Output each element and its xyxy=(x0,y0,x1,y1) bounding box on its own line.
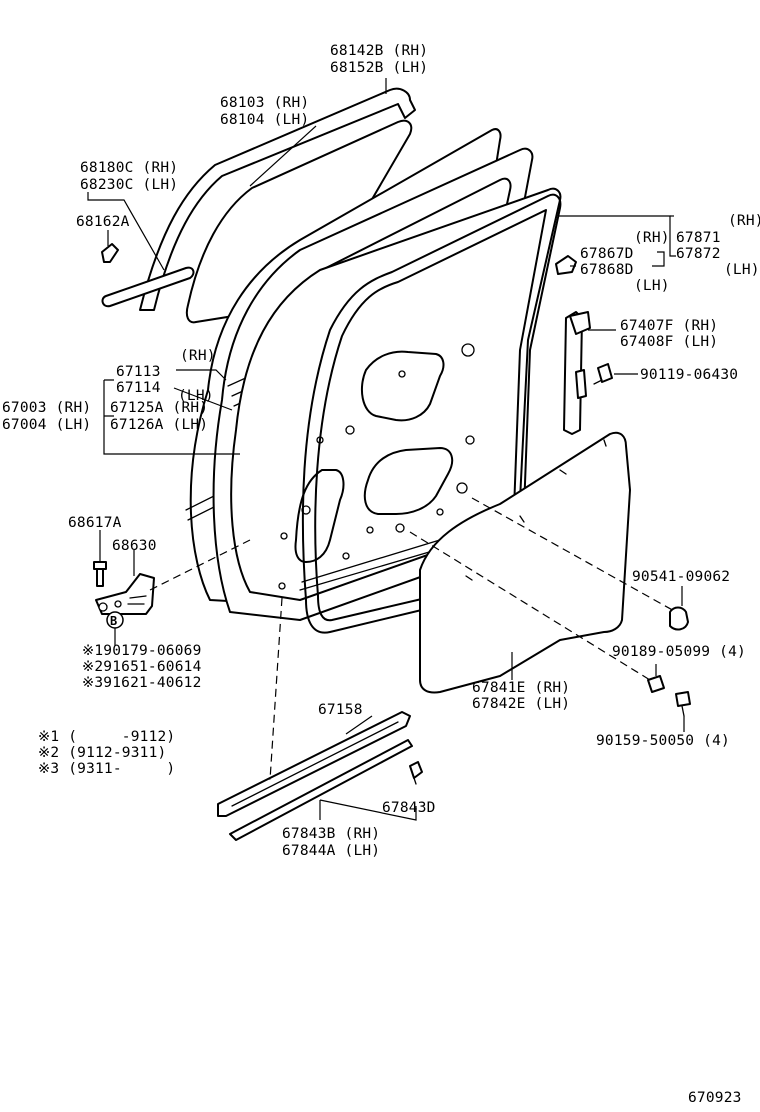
label-68230C: 68230C (LH) xyxy=(80,177,178,193)
label-67867D: 67867D xyxy=(580,246,634,262)
belt-moulding xyxy=(101,243,195,308)
note-1: ※1 ( -9112) xyxy=(38,729,175,745)
ref-b-marker: B xyxy=(106,611,124,629)
part-labels: 68142B (RH) 68152B (LH) 68103 (RH) 68104… xyxy=(2,43,760,1106)
label-68104: 68104 (LH) xyxy=(220,112,309,128)
label-67126A: 67126A (LH) xyxy=(110,417,208,433)
label-68617A: 68617A xyxy=(68,515,122,531)
glass-run-channel xyxy=(139,87,416,311)
label-s3: ※391621-40612 xyxy=(82,675,202,691)
label-68630: 68630 xyxy=(112,538,157,554)
label-68162A: 68162A xyxy=(76,214,130,230)
weatherstrip-clip xyxy=(555,255,577,275)
label-67158: 67158 xyxy=(318,702,363,718)
label-67407F: 67407F (RH) xyxy=(620,318,718,334)
label-67004: 67004 (LH) xyxy=(2,417,91,433)
label-67408F: 67408F (LH) xyxy=(620,334,718,350)
nut-90541-icon xyxy=(669,606,689,631)
rear-run-channel xyxy=(563,311,591,435)
bolt-68617A-icon xyxy=(93,561,107,587)
label-68103: 68103 (RH) xyxy=(220,95,309,111)
label-67114: 67114 xyxy=(116,380,161,396)
door-check-hinge xyxy=(95,573,155,615)
label-67113: 67113 xyxy=(116,364,161,380)
clip-67843D-icon xyxy=(409,761,423,785)
label-67872: 67872 xyxy=(676,246,721,262)
service-hole-cover xyxy=(419,431,631,694)
lower-weatherstrip xyxy=(229,739,413,841)
label-67871: 67871 xyxy=(676,230,721,246)
label-90541: 90541-09062 xyxy=(632,569,730,585)
label-68180C: 68180C (RH) xyxy=(80,160,178,176)
svg-text:B: B xyxy=(110,614,117,628)
label-67844A: 67844A (LH) xyxy=(282,843,380,859)
diagram-code: 670923 xyxy=(688,1090,742,1106)
label-67842E: 67842E (LH) xyxy=(472,696,570,712)
label-68142B: 68142B (RH) xyxy=(330,43,428,59)
note-3: ※3 (9311- ) xyxy=(38,761,175,777)
label-s1: ※190179-06069 xyxy=(82,643,202,659)
label-rh-67867D: (RH) xyxy=(634,230,670,246)
door-glass xyxy=(185,119,413,324)
label-67125A: 67125A (RH) xyxy=(110,400,208,416)
note-2: ※2 (9112-9311) xyxy=(38,745,166,761)
clip-90189-icon xyxy=(647,675,665,693)
leader-lines xyxy=(87,78,685,821)
label-67843B: 67843B (RH) xyxy=(282,826,380,842)
label-90159: 90159-50050 (4) xyxy=(596,733,730,749)
label-67843D: 67843D xyxy=(382,800,436,816)
label-lh-67872: (LH) xyxy=(724,262,760,278)
label-lh-67868D: (LH) xyxy=(634,278,670,294)
screw-90159-icon xyxy=(675,691,691,717)
label-s2: ※291651-60614 xyxy=(82,659,202,675)
label-lh-67114: (LH) xyxy=(178,388,214,404)
screw-90119-icon xyxy=(593,363,613,385)
label-67003: 67003 (RH) xyxy=(2,400,91,416)
label-rh-67871: (RH) xyxy=(728,213,760,229)
label-90119: 90119-06430 xyxy=(640,367,738,383)
door-inner-panel xyxy=(230,187,562,601)
dashed-guide-lines xyxy=(149,497,677,781)
label-67868D: 67868D xyxy=(580,262,634,278)
label-rh-67113: (RH) xyxy=(180,348,216,364)
label-90189: 90189-05099 (4) xyxy=(612,644,746,660)
label-68152B: 68152B (LH) xyxy=(330,60,428,76)
lower-moulding-strip xyxy=(217,711,411,817)
label-67841E: 67841E (RH) xyxy=(472,680,570,696)
